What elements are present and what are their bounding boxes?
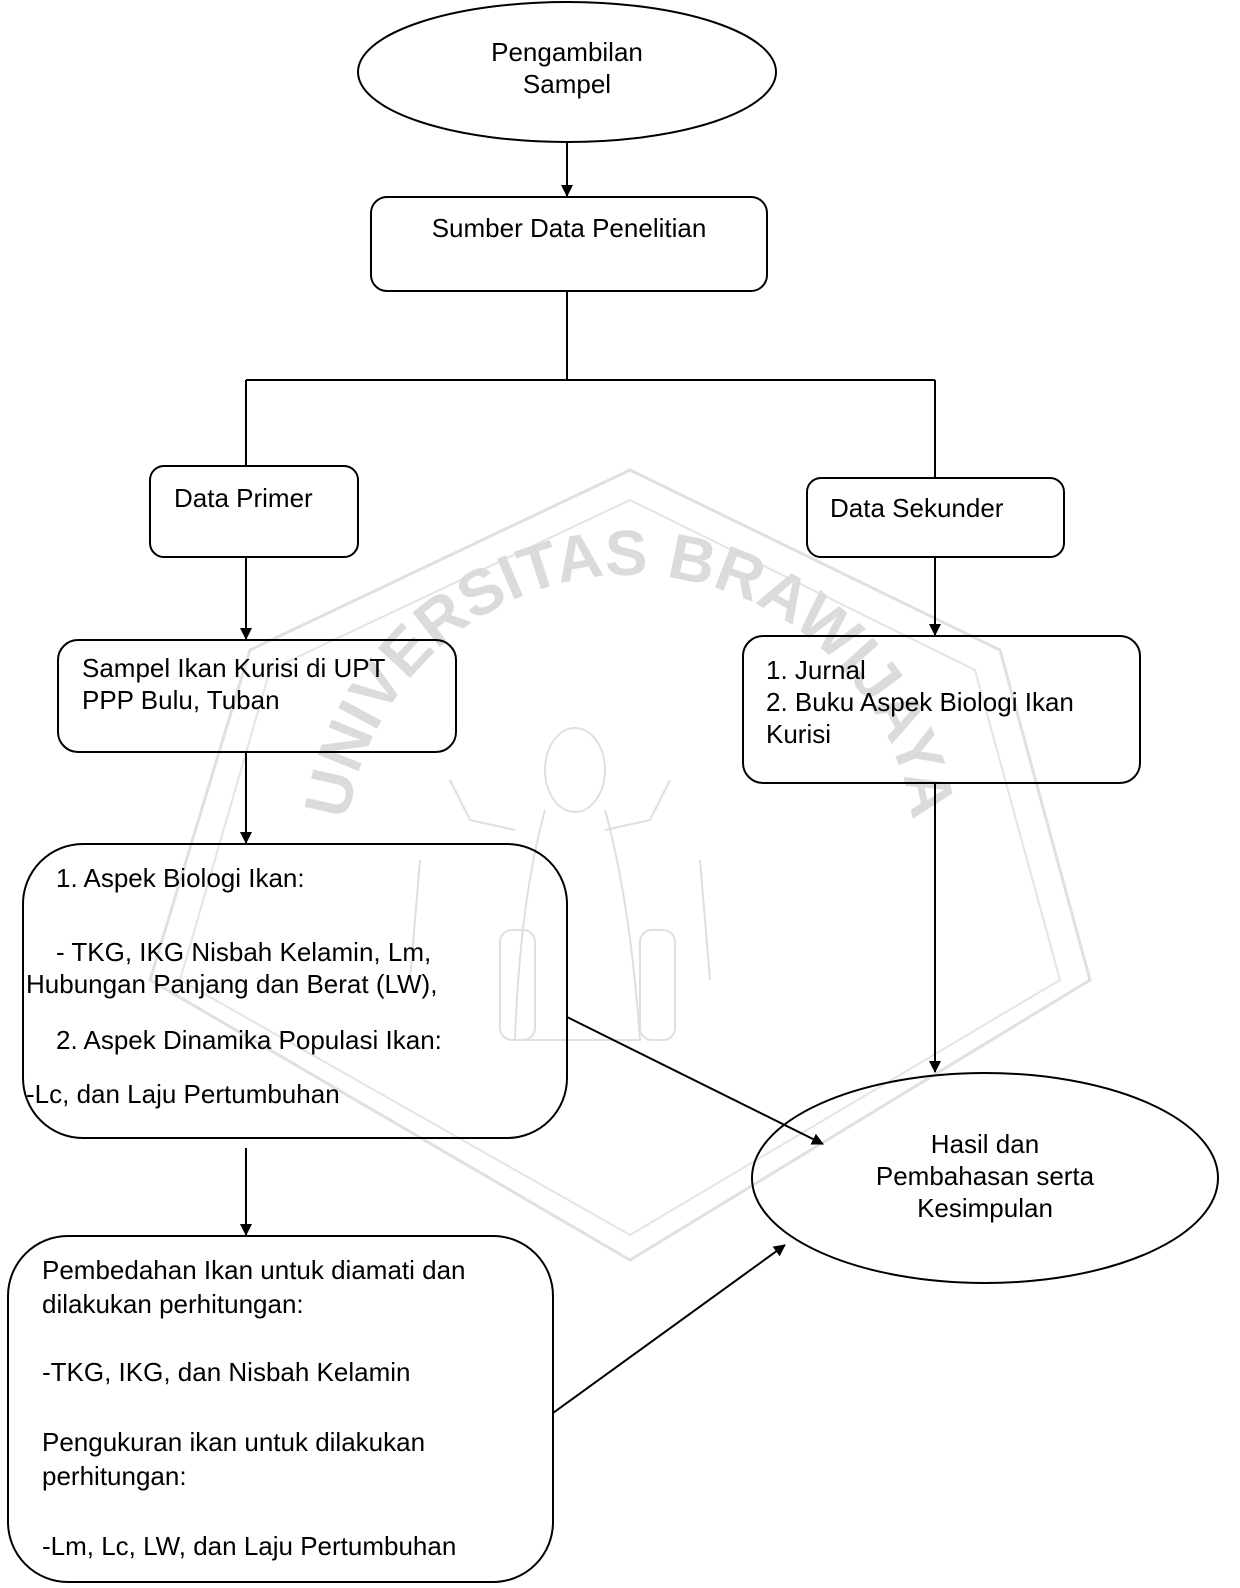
result-ellipse bbox=[751, 1072, 1219, 1284]
secondary-label: Data Sekunder bbox=[830, 493, 1004, 523]
sample-box bbox=[57, 639, 457, 753]
aspects-box bbox=[22, 843, 568, 1139]
source-label: Sumber Data Penelitian bbox=[431, 213, 707, 243]
result-label: Hasil dan Pembahasan serta Kesimpulan bbox=[875, 1129, 1095, 1223]
source-box bbox=[370, 196, 768, 292]
sample-label: Sampel Ikan Kurisi di UPT PPP Bulu, Tuba… bbox=[82, 653, 386, 715]
primary-label: Data Primer bbox=[174, 483, 313, 513]
arrow-procedure-to-result bbox=[552, 1244, 786, 1414]
procedure-box bbox=[7, 1235, 554, 1583]
start-label: Pengambilan Sampel bbox=[491, 37, 643, 99]
arrow-aspects-to-result bbox=[566, 1016, 824, 1145]
references-label: 1. Jurnal 2. Buku Aspek Biologi Ikan Kur… bbox=[766, 655, 1074, 749]
primary-box bbox=[149, 465, 359, 558]
references-box bbox=[742, 635, 1141, 784]
